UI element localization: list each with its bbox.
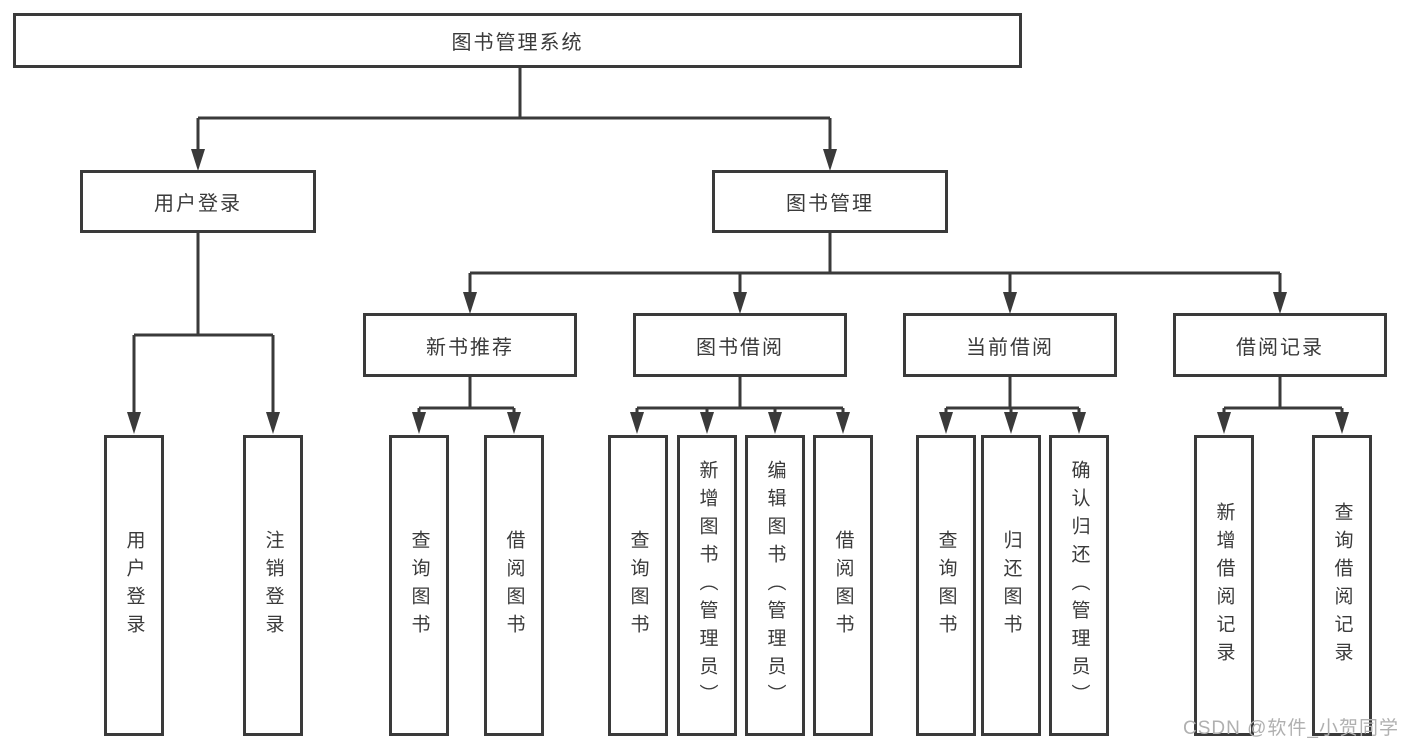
node-root-system: 图书管理系统: [13, 13, 1022, 68]
leaf-borrow-books-recommend: 借阅图书: [484, 435, 544, 736]
arrowhead-icon: [127, 412, 141, 434]
arrowhead-icon: [463, 292, 477, 314]
arrowhead-icon: [823, 149, 837, 171]
connector-line: [1222, 376, 1344, 417]
connector-line: [417, 376, 516, 417]
node-current-borrowing: 当前借阅: [903, 313, 1117, 377]
leaf-add-book-admin: 新增图书（管理员）: [677, 435, 737, 736]
arrowhead-icon: [1004, 412, 1018, 434]
arrowhead-icon: [412, 412, 426, 434]
arrowhead-icon: [939, 412, 953, 434]
arrowhead-icon: [733, 292, 747, 314]
arrowhead-icon: [1217, 412, 1231, 434]
node-label: 借阅图书: [832, 529, 854, 642]
node-label: 新增图书（管理员）: [696, 459, 718, 712]
node-book-borrowing: 图书借阅: [633, 313, 847, 377]
node-label: 借阅图书: [503, 529, 525, 642]
connector-line: [944, 376, 1081, 417]
node-label: 图书管理: [786, 193, 874, 215]
arrowhead-icon: [836, 412, 850, 434]
csdn-watermark: CSDN @软件_小贺同学: [1183, 718, 1399, 739]
node-label: 借阅记录: [1236, 336, 1324, 359]
node-label: 用户登录: [123, 529, 145, 642]
connector-line: [132, 233, 275, 417]
leaf-user-login: 用户登录: [104, 435, 164, 736]
arrowhead-icon: [630, 412, 644, 434]
node-label: 查询图书: [935, 529, 957, 642]
connector-line: [196, 68, 832, 152]
leaf-borrow-books-borrowing: 借阅图书: [813, 435, 873, 736]
arrowhead-icon: [266, 412, 280, 434]
connector-line: [635, 376, 845, 417]
leaf-logout: 注销登录: [243, 435, 303, 736]
leaf-return-book: 归还图书: [981, 435, 1041, 736]
connector-line: [468, 233, 1282, 295]
leaf-query-borrow-record: 查询借阅记录: [1312, 435, 1372, 736]
node-label: 新书推荐: [426, 336, 514, 359]
arrowhead-icon: [1273, 292, 1287, 314]
arrowhead-icon: [768, 412, 782, 434]
arrowhead-icon: [191, 149, 205, 171]
arrowhead-icon: [1335, 412, 1349, 434]
node-label: 用户登录: [154, 193, 242, 215]
node-book-management: 图书管理: [712, 170, 948, 233]
arrowhead-icon: [700, 412, 714, 434]
node-label: 注销登录: [262, 529, 284, 642]
leaf-add-borrow-record: 新增借阅记录: [1194, 435, 1254, 736]
arrowhead-icon: [1072, 412, 1086, 434]
node-label: 查询图书: [627, 529, 649, 642]
leaf-confirm-return-admin: 确认归还（管理员）: [1049, 435, 1109, 736]
arrowhead-icon: [1003, 292, 1017, 314]
node-label: 图书管理系统: [451, 32, 584, 54]
node-label: 图书借阅: [696, 336, 784, 359]
node-new-book-recommend: 新书推荐: [363, 313, 577, 377]
arrowheads: [127, 149, 1349, 434]
node-label: 新增借阅记录: [1213, 501, 1235, 670]
leaf-query-books-current: 查询图书: [916, 435, 976, 736]
node-label: 确认归还（管理员）: [1068, 459, 1090, 712]
leaf-query-books-recommend: 查询图书: [389, 435, 449, 736]
node-borrowing-records: 借阅记录: [1173, 313, 1387, 377]
node-user-login: 用户登录: [80, 170, 316, 233]
connector-lines: [132, 68, 1344, 417]
node-label: 当前借阅: [966, 336, 1054, 359]
node-label: 归还图书: [1000, 529, 1022, 642]
arrowhead-icon: [507, 412, 521, 434]
leaf-query-books-borrowing: 查询图书: [608, 435, 668, 736]
leaf-edit-book-admin: 编辑图书（管理员）: [745, 435, 805, 736]
node-label: 查询借阅记录: [1331, 501, 1353, 670]
node-label: 查询图书: [408, 529, 430, 642]
node-label: 编辑图书（管理员）: [764, 459, 786, 712]
